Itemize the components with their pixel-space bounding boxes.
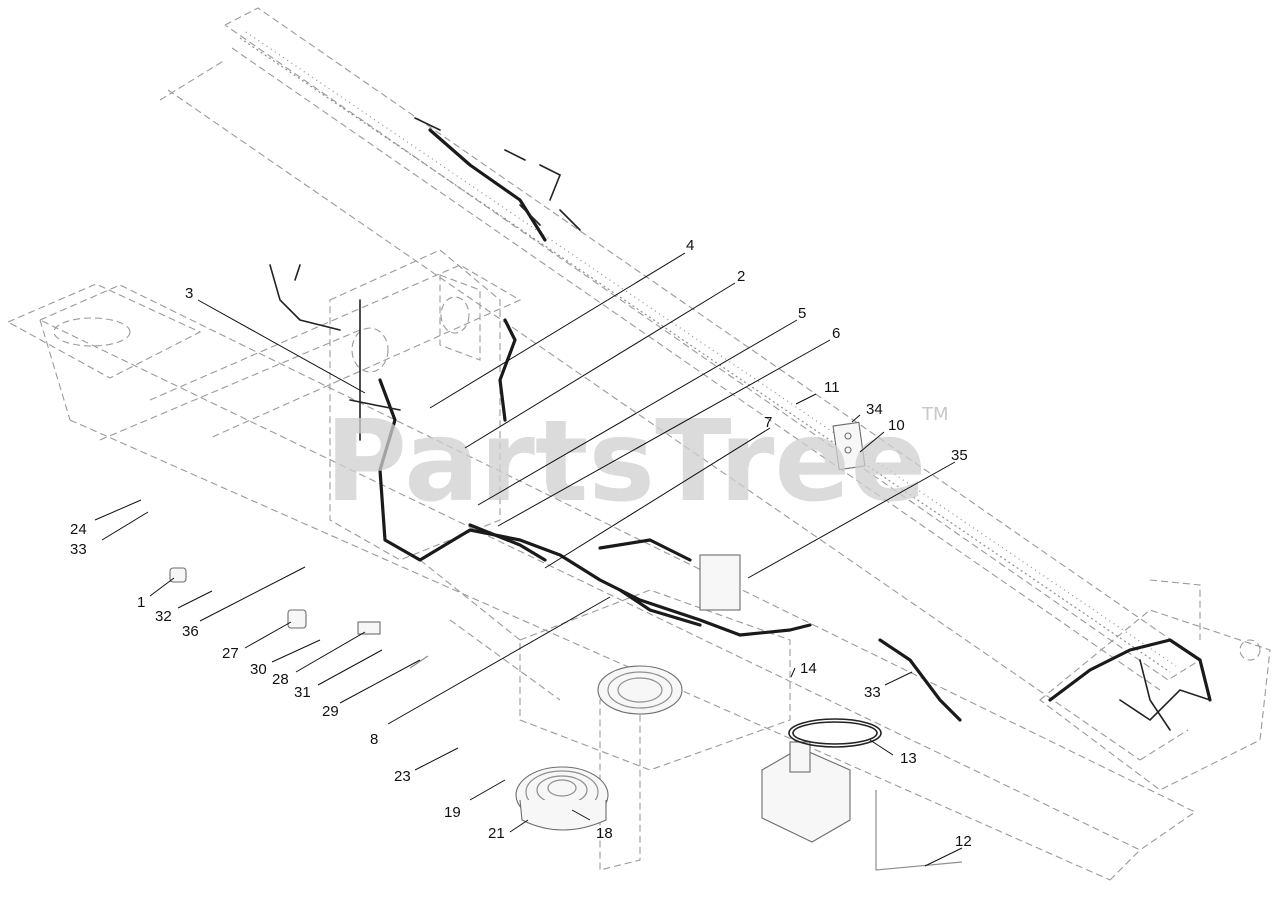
callout-36: 36 [182, 623, 199, 640]
callout-11: 11 [824, 379, 840, 396]
leader-lines [94, 252, 963, 867]
callout-30-upper: 30 [250, 661, 267, 678]
callout-13: 13 [900, 750, 917, 767]
fan-grill-part [597, 665, 683, 715]
callout-1: 1 [137, 594, 145, 611]
component-parts [169, 421, 963, 871]
callout-27: 27 [222, 645, 239, 662]
callout-labels: 4 2 3 5 6 11 34 7 10 35 24 33 1 32 36 27… [70, 237, 972, 850]
callout-5: 5 [798, 305, 806, 322]
sensor-part [357, 621, 381, 635]
callout-8: 8 [370, 731, 378, 748]
wire-harness [269, 117, 1212, 731]
callout-6: 6 [832, 325, 840, 342]
plug-part [169, 567, 187, 583]
callout-29: 29 [322, 703, 339, 720]
callout-4: 4 [686, 237, 694, 254]
callout-2: 2 [737, 268, 745, 285]
callout-24: 24 [70, 521, 87, 538]
callout-3: 3 [185, 285, 193, 302]
callout-7: 7 [764, 414, 772, 431]
callout-33: 33 [864, 684, 881, 701]
callout-32: 33 [70, 541, 87, 558]
callout-35: 35 [951, 447, 968, 464]
watermark-tm: TM [921, 404, 949, 425]
callout-34: 34 [866, 401, 883, 418]
callout-28: 28 [272, 671, 289, 688]
callout-14: 14 [800, 660, 817, 677]
cable-loop-part [788, 718, 882, 748]
watermark-text: PartsTree [325, 397, 926, 527]
callout-18: 18 [596, 825, 613, 842]
controller-module-part [699, 554, 741, 611]
callout-30-lower: 31 [294, 684, 311, 701]
callout-10: 10 [888, 417, 905, 434]
callout-23: 23 [394, 768, 411, 785]
switch-part [287, 609, 307, 629]
callout-31: 32 [155, 608, 172, 625]
callout-19: 19 [444, 804, 461, 821]
callout-12: 12 [955, 833, 972, 850]
watermark: PartsTree TM [325, 397, 949, 527]
callout-21: 21 [488, 825, 505, 842]
switch-box-part [832, 421, 866, 471]
pin-part [875, 790, 963, 871]
